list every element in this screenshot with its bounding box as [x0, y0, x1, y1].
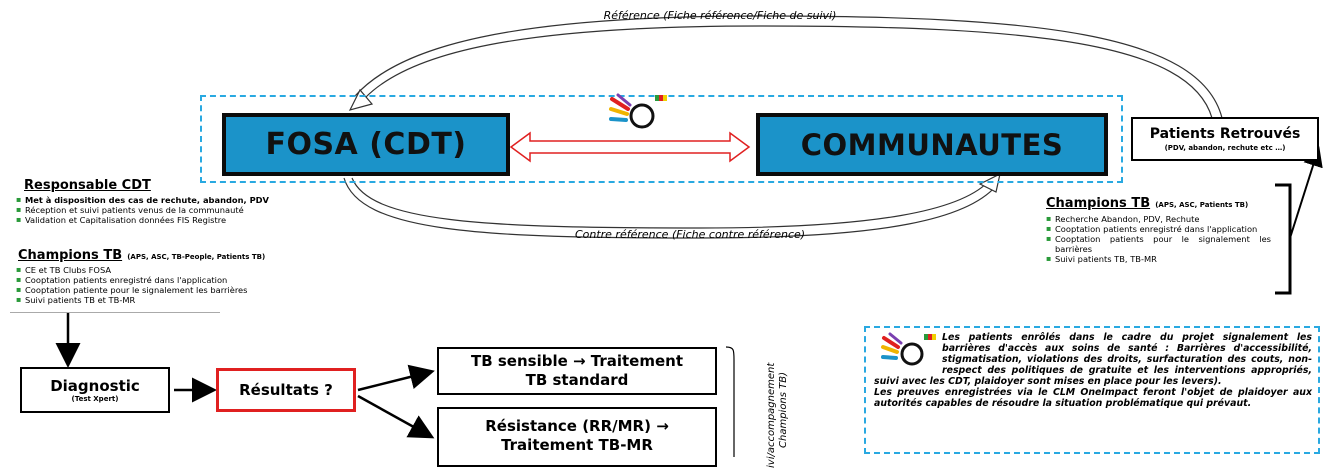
communautes-box: COMMUNAUTES: [756, 113, 1108, 176]
responsable-item: Met à disposition des cas de rechute, ab…: [16, 195, 346, 205]
diagnostic-box: Diagnostic (Test Xpert): [20, 367, 170, 413]
champions-right-item: Recherche Abandon, PDV, Rechute: [1046, 214, 1271, 224]
tb-sensible-box: TB sensible → Traitement TB standard: [437, 347, 717, 395]
champions-right-item: Cooptation patients pour le signalement …: [1046, 234, 1271, 254]
champions-left-item: Suivi patients TB et TB-MR: [16, 295, 346, 305]
champions-right-list: Recherche Abandon, PDV, Rechute Cooptati…: [1046, 214, 1271, 264]
tb-sensible-line1: TB sensible → Traitement: [470, 352, 684, 370]
note-intro: Les patients enrôlés dans le cadre du pr…: [874, 332, 1312, 387]
resistance-line1: Résistance (RR/MR) →: [485, 417, 669, 435]
responsable-list: Met à disposition des cas de rechute, ab…: [16, 195, 346, 225]
champions-right-item: Suivi patients TB, TB-MR: [1046, 254, 1271, 264]
champions-left-title: Champions TB: [18, 248, 123, 263]
contre-reference-arrow: [351, 177, 989, 229]
note-outro: Les preuves enregistrées via le CLM OneI…: [874, 387, 1312, 409]
responsable-item: Réception et suivi patients venus de la …: [16, 205, 346, 215]
champions-right-panel: Champions TB (APS, ASC, Patients TB) Rec…: [1040, 192, 1275, 264]
resistance-line2: Traitement TB-MR: [501, 436, 653, 454]
champions-left-item: Cooptation patiente pour le signalement …: [16, 285, 346, 295]
bidirectional-arrow: [509, 131, 751, 163]
champions-left-item: Cooptation patients enregistré dans l'ap…: [16, 275, 346, 285]
responsable-cdt-panel: Responsable CDT Met à disposition des ca…: [16, 178, 346, 225]
responsable-title: Responsable CDT: [24, 178, 151, 193]
champions-left-item: CE et TB Clubs FOSA: [16, 265, 346, 275]
resultats-box: Résultats ?: [216, 368, 356, 412]
patients-title: Patients Retrouvés: [1149, 126, 1301, 142]
side-label: ivi/accompagnement Champions TB): [766, 318, 796, 468]
right-bracket: [1275, 183, 1292, 295]
contre-reference-label: Contre référence (Fiche contre référence…: [574, 228, 806, 241]
note-box: Les patients enrôlés dans le cadre du pr…: [864, 326, 1320, 454]
patients-subtitle: (PDV, abandon, rechute etc …): [1164, 144, 1286, 152]
side-label-line1: ivi/accompagnement: [766, 362, 777, 468]
patients-retrouves-box: Patients Retrouvés (PDV, abandon, rechut…: [1131, 117, 1319, 161]
oneimpact-logo-icon: [881, 332, 936, 366]
oneimpact-logo-icon: [609, 93, 667, 129]
champions-left-panel: Champions TB (APS, ASC, TB-People, Patie…: [10, 244, 346, 305]
divider: [10, 312, 220, 313]
reference-arrow: [364, 25, 1213, 119]
side-label-line2: Champions TB): [778, 371, 789, 448]
diagnostic-title: Diagnostic: [50, 377, 140, 395]
champions-right-title: Champions TB: [1046, 196, 1151, 211]
champions-left-list: CE et TB Clubs FOSA Cooptation patients …: [16, 265, 346, 305]
tb-sensible-line2: TB standard: [525, 371, 629, 389]
champions-left-suffix: (APS, ASC, TB-People, Patients TB): [127, 253, 266, 261]
responsable-item: Validation et Capitalisation données FIS…: [16, 215, 346, 225]
resistance-box: Résistance (RR/MR) → Traitement TB-MR: [437, 407, 717, 467]
champions-right-item: Cooptation patients enregistré dans l'ap…: [1046, 224, 1271, 234]
fosa-box: FOSA (CDT): [222, 113, 510, 176]
champions-right-suffix: (APS, ASC, Patients TB): [1155, 201, 1249, 209]
reference-label: Référence (Fiche référence/Fiche de suiv…: [603, 9, 837, 22]
diagnostic-sub: (Test Xpert): [71, 395, 119, 403]
connectors: [55, 15, 1323, 457]
